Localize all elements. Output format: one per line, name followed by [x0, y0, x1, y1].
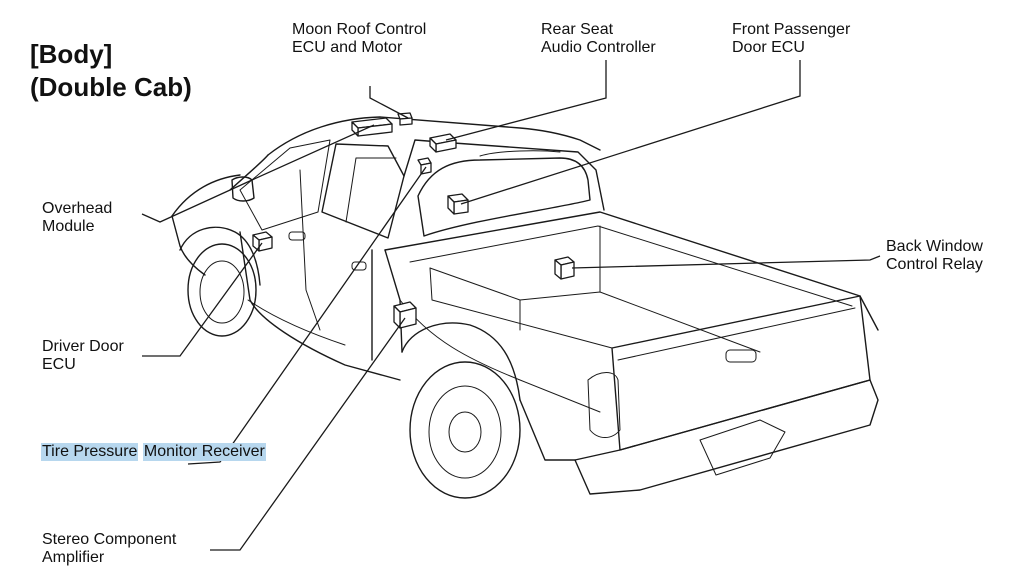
- label-rear-seat-audio-line2: Audio Controller: [541, 39, 656, 56]
- back-window-relay-box: [554, 256, 575, 280]
- driver-door-ecu-box: [252, 231, 273, 252]
- diagram-title: [Body] (Double Cab): [30, 38, 192, 104]
- label-back-window-relay: Back Window Control Relay: [886, 238, 983, 274]
- label-driver-door-line1: Driver Door: [42, 338, 124, 355]
- leader-stereo-amp: [210, 317, 406, 551]
- moon-roof-motor-box: [397, 112, 413, 126]
- label-driver-door-line2: ECU: [42, 356, 76, 373]
- label-moon-roof-line2: ECU and Motor: [292, 39, 403, 56]
- rear-seat-audio-box: [429, 133, 457, 153]
- title-line-1: [Body]: [30, 39, 113, 69]
- front-passenger-door-ecu-box: [447, 193, 469, 215]
- moon-roof-ecu-box: [351, 117, 393, 137]
- label-front-passenger-door-ecu: Front Passenger Door ECU: [732, 21, 850, 57]
- leader-moon-roof: [369, 86, 409, 119]
- label-moon-roof-ecu: Moon Roof Control ECU and Motor: [292, 21, 426, 57]
- leader-rear-seat-audio: [445, 60, 607, 141]
- title-line-2: (Double Cab): [30, 72, 192, 102]
- label-stereo-line2: Amplifier: [42, 549, 105, 566]
- label-back-window-line1: Back Window: [886, 238, 983, 255]
- leader-back-window-relay: [571, 255, 881, 269]
- component-markers: [252, 112, 575, 329]
- label-stereo-line1: Stereo Component: [42, 531, 177, 548]
- label-tire-pressure-line1: Tire Pressure: [41, 443, 139, 461]
- label-rear-seat-audio: Rear Seat Audio Controller: [541, 21, 656, 57]
- label-rear-seat-audio-line1: Rear Seat: [541, 21, 614, 38]
- label-front-passenger-line2: Door ECU: [732, 39, 805, 56]
- truck-body-lines: [171, 116, 879, 499]
- label-tire-pressure-line2: Monitor Receiver: [142, 443, 266, 461]
- label-tire-pressure-receiver: Tire Pressure Monitor Receiver: [41, 443, 266, 462]
- label-back-window-line2: Control Relay: [886, 256, 983, 273]
- label-overhead-module: Overhead Module: [42, 200, 112, 236]
- label-stereo-amplifier: Stereo Component Amplifier: [42, 531, 176, 567]
- label-overhead-line1: Overhead: [42, 200, 113, 217]
- label-overhead-line2: Module: [42, 218, 95, 235]
- leader-lines: [141, 60, 881, 551]
- label-front-passenger-line1: Front Passenger: [732, 21, 851, 38]
- stereo-amp-box: [393, 301, 417, 329]
- leader-overhead-module: [141, 124, 375, 223]
- overhead-module-box: [417, 157, 432, 175]
- leader-driver-door-ecu: [142, 242, 263, 357]
- label-driver-door-ecu: Driver Door ECU: [42, 338, 124, 374]
- leader-tire-pressure: [187, 166, 427, 465]
- label-moon-roof-line1: Moon Roof Control: [292, 21, 427, 38]
- leader-front-passenger-door: [460, 60, 801, 205]
